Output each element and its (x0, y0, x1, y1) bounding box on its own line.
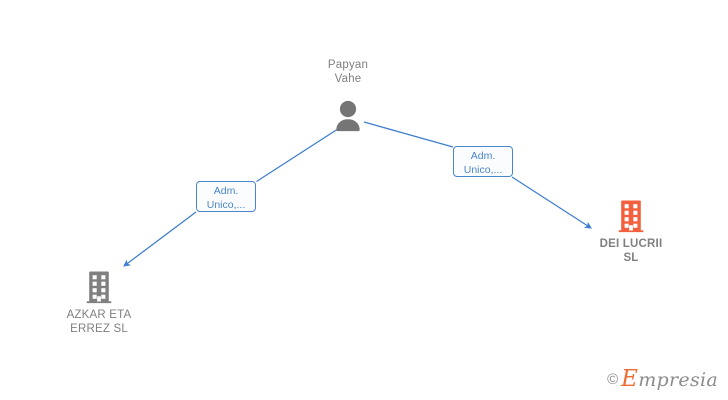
brand-rest: mpresia (638, 369, 718, 391)
building-icon[interactable] (561, 197, 701, 233)
edge-line-papyan-to-azkar-upper (256, 126, 342, 183)
edge-line-papyan-to-azkar-lower (123, 211, 197, 267)
node-company-dei-lucrii-sl[interactable]: DEI LUCRII SL (561, 197, 701, 265)
edge-label-papyan-to-dei-lucrii[interactable]: Adm. Unico,... (453, 146, 513, 177)
copyright-icon: © (607, 370, 619, 388)
person-icon[interactable] (278, 97, 418, 133)
node-company-caption: AZKAR ETA ERREZ SL (66, 309, 132, 335)
building-icon[interactable] (29, 268, 169, 304)
brand-wordmark: Empresia (621, 366, 718, 392)
node-person-papyan-vahe[interactable]: Papyan Vahe (278, 58, 418, 133)
empresia-watermark: © Empresia (607, 366, 718, 392)
node-person-caption: Papyan Vahe (327, 59, 369, 85)
edge-label-papyan-to-azkar[interactable]: Adm. Unico,... (196, 181, 256, 212)
node-company-caption: DEI LUCRII SL (599, 238, 663, 264)
brand-initial: E (621, 366, 639, 392)
node-company-azkar-eta-errez-sl[interactable]: AZKAR ETA ERREZ SL (29, 268, 169, 336)
